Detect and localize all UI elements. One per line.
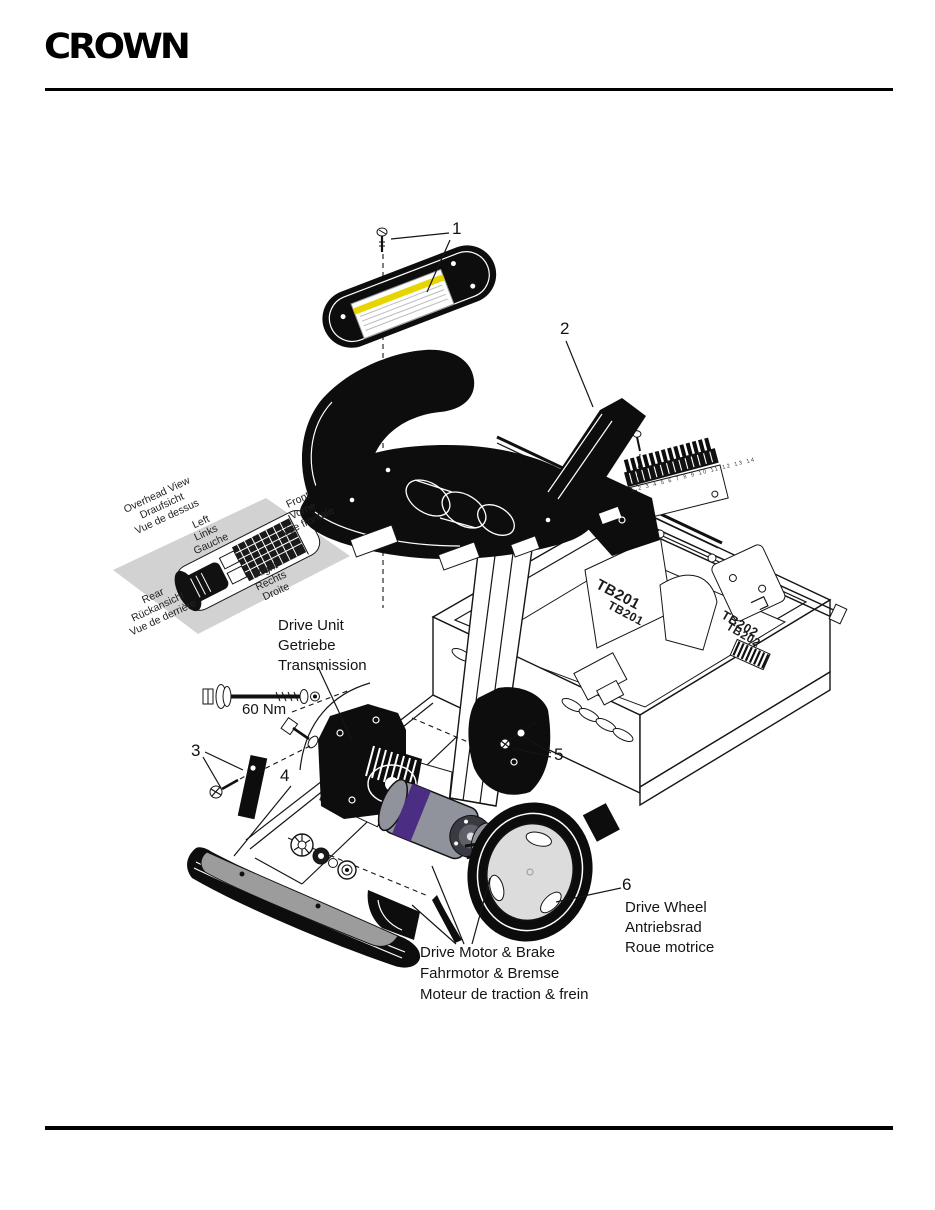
callout-1: 1	[452, 219, 462, 238]
right-bracket	[711, 544, 786, 622]
header-rule	[45, 88, 893, 91]
mounting-bolts-5	[499, 721, 537, 750]
lower-bracket	[582, 803, 620, 842]
mast-arm	[540, 398, 660, 556]
callout-5: 5	[554, 745, 564, 764]
torque-bolt	[202, 684, 320, 709]
tiller-head	[300, 349, 599, 571]
interior-cover	[659, 574, 718, 651]
footer-rule	[45, 1126, 893, 1130]
callout-6: 6	[622, 875, 632, 894]
drive-wheel-label: Drive Wheel Antriebsrad Roue motrice	[625, 899, 715, 956]
bumper-skirt	[187, 847, 421, 968]
drive-unit-label: Drive Unit Getriebe Transmission	[278, 617, 367, 674]
screw-1	[376, 227, 388, 252]
top-cover	[322, 245, 497, 348]
leader-lines	[202, 232, 622, 945]
callout-3: 3	[191, 741, 201, 760]
overhead-view-legend	[113, 498, 350, 634]
legend-truck-top-view	[174, 509, 321, 612]
drive-wheel	[467, 802, 593, 942]
drive-motor	[377, 778, 493, 860]
drive-unit-gearbox	[291, 682, 469, 833]
motor-label-band	[392, 783, 431, 842]
drive-motor-brake-label: Drive Motor & Brake Fahrmotor & Bremse M…	[420, 944, 589, 1003]
hatched-strip	[729, 638, 771, 671]
crown-logo: CROWN	[44, 26, 191, 67]
crown-logo-text: CROWN	[44, 26, 188, 67]
small-drive-parts	[290, 833, 357, 880]
callout-2: 2	[560, 319, 570, 338]
label-yellow-stripe	[352, 274, 445, 315]
mounting-bar-3	[209, 716, 319, 820]
torque-label: 60 Nm	[242, 701, 287, 718]
leader-wedge	[432, 895, 462, 943]
callout-4: 4	[280, 766, 290, 785]
